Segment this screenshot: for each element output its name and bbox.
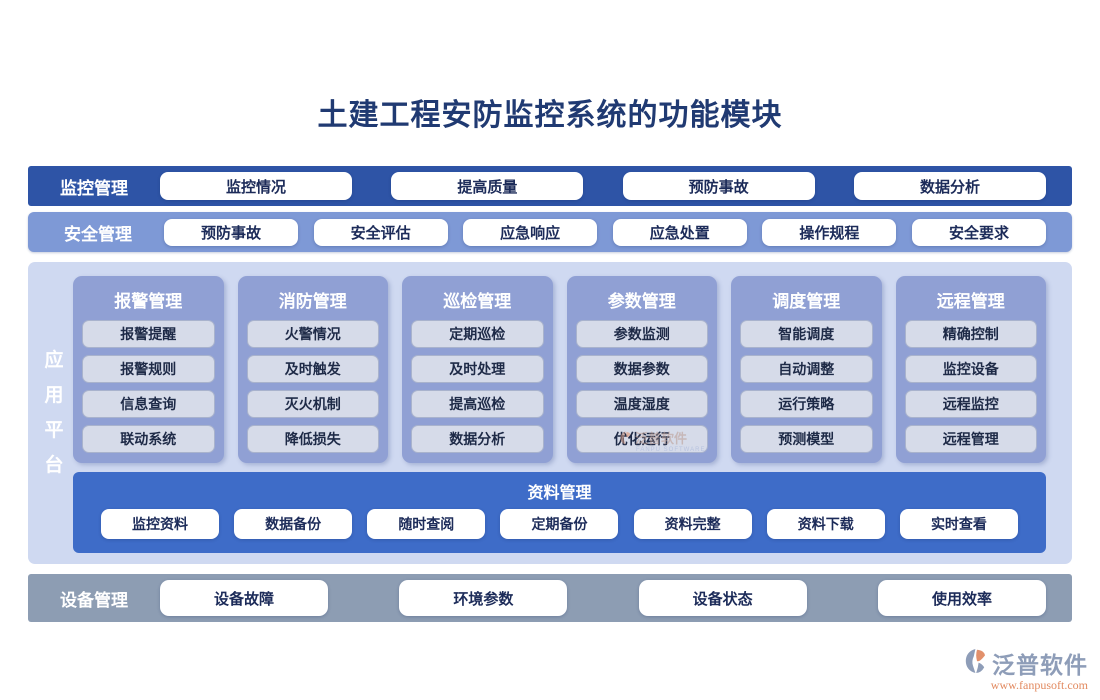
footer-url-link[interactable]: www.fanpusoft.com	[990, 678, 1088, 692]
data-panel-title: 资料管理	[527, 485, 592, 502]
item-alarm-rules[interactable]: 报警规则	[82, 355, 215, 383]
row-device-buttons: 设备故障 环境参数 设备状态 使用效率	[160, 580, 1046, 616]
button-environment-parameters[interactable]: 环境参数	[399, 580, 568, 616]
item-monitoring-equipment[interactable]: 监控设备	[904, 355, 1037, 383]
item-data-analysis[interactable]: 数据分析	[411, 425, 544, 453]
data-panel-buttons: 监控资料 数据备份 随时查阅 定期备份 资料完整 资料下载 实时查看	[101, 509, 1018, 539]
row-safety-label: 安全管理	[64, 224, 132, 244]
column-header: 巡检管理	[443, 292, 512, 311]
column-header: 报警管理	[114, 292, 183, 311]
column-fire-management: 消防管理 火警情况 及时触发 灭火机制 降低损失	[237, 276, 388, 463]
item-precise-control[interactable]: 精确控制	[904, 320, 1037, 348]
item-extinguishing-mechanism[interactable]: 灭火机制	[246, 390, 379, 418]
item-parameter-monitoring[interactable]: 参数监测	[575, 320, 708, 348]
button-equipment-status[interactable]: 设备状态	[638, 580, 807, 616]
item-improve-inspection[interactable]: 提高巡检	[411, 390, 544, 418]
row-monitoring-label: 监控管理	[60, 178, 128, 198]
column-header: 消防管理	[278, 292, 347, 311]
column-parameter-management: 参数管理 参数监测 数据参数 温度湿度 优化运行	[566, 276, 717, 463]
button-safety-requirements[interactable]: 安全要求	[911, 218, 1046, 246]
item-operation-strategy[interactable]: 运行策略	[740, 390, 873, 418]
item-remote-management[interactable]: 远程管理	[904, 425, 1037, 453]
item-timely-handling[interactable]: 及时处理	[411, 355, 544, 383]
footer-brand-name: 泛普软件	[992, 652, 1088, 678]
button-monitoring-status[interactable]: 监控情况	[160, 172, 352, 200]
button-emergency-handling[interactable]: 应急处置	[612, 218, 747, 246]
column-header: 调度管理	[772, 292, 841, 311]
page-title: 土建工程安防监控系统的功能模块	[317, 99, 783, 132]
footer-brand-block: 泛普软件 www.fanpusoft.com	[965, 646, 1088, 693]
button-accident-prevention[interactable]: 预防事故	[164, 218, 298, 246]
item-smart-dispatch[interactable]: 智能调度	[740, 320, 873, 348]
platform-vertical-label: 应用平台	[44, 350, 64, 476]
fanpu-logo-icon	[965, 648, 989, 679]
button-safety-assessment[interactable]: 安全评估	[313, 218, 448, 246]
button-realtime-view[interactable]: 实时查看	[899, 509, 1018, 539]
button-view-anytime[interactable]: 随时查阅	[367, 509, 486, 539]
column-alarm-management: 报警管理 报警提醒 报警规则 信息查询 联动系统	[73, 276, 224, 463]
item-optimized-operation[interactable]: 优化运行	[575, 425, 708, 453]
row-device-management: 设备管理 设备故障 环境参数 设备状态 使用效率	[28, 574, 1072, 622]
button-monitoring-data[interactable]: 监控资料	[101, 509, 219, 539]
item-timely-trigger[interactable]: 及时触发	[246, 355, 379, 383]
button-operating-procedures[interactable]: 操作规程	[762, 218, 897, 246]
column-remote-management: 远程管理 精确控制 监控设备 远程监控 远程管理	[895, 276, 1046, 463]
item-fire-alarm-status[interactable]: 火警情况	[246, 320, 379, 348]
button-data-download[interactable]: 资料下载	[766, 509, 885, 539]
item-temperature-humidity[interactable]: 温度湿度	[575, 390, 708, 418]
row-safety-management: 安全管理 预防事故 安全评估 应急响应 应急处置 操作规程 安全要求	[28, 212, 1072, 252]
row-device-label: 设备管理	[60, 590, 128, 610]
application-platform-panel: 应用平台 报警管理 报警提醒 报警规则 信息查询 联动系统 消防管理 火警情况 …	[28, 262, 1072, 564]
button-data-backup[interactable]: 数据备份	[234, 509, 353, 539]
row-safety-buttons: 预防事故 安全评估 应急响应 应急处置 操作规程 安全要求	[164, 218, 1046, 246]
item-linkage-system[interactable]: 联动系统	[82, 425, 215, 453]
button-data-analysis[interactable]: 数据分析	[853, 172, 1046, 200]
item-info-query[interactable]: 信息查询	[82, 390, 215, 418]
row-monitoring-buttons: 监控情况 提高质量 预防事故 数据分析	[160, 172, 1046, 200]
item-auto-adjustment[interactable]: 自动调整	[740, 355, 873, 383]
button-emergency-response[interactable]: 应急响应	[463, 218, 598, 246]
item-reduce-loss[interactable]: 降低损失	[246, 425, 379, 453]
column-inspection-management: 巡检管理 定期巡检 及时处理 提高巡检 数据分析	[402, 276, 553, 463]
row-monitoring-management: 监控管理 监控情况 提高质量 预防事故 数据分析	[28, 166, 1072, 206]
button-data-integrity[interactable]: 资料完整	[633, 509, 752, 539]
column-dispatch-management: 调度管理 智能调度 自动调整 运行策略 预测模型	[731, 276, 882, 463]
item-remote-monitoring[interactable]: 远程监控	[904, 390, 1037, 418]
button-prevent-accidents[interactable]: 预防事故	[622, 172, 815, 200]
item-periodic-inspection[interactable]: 定期巡检	[411, 320, 544, 348]
item-data-parameters[interactable]: 数据参数	[575, 355, 708, 383]
item-alarm-reminder[interactable]: 报警提醒	[82, 320, 215, 348]
platform-columns: 报警管理 报警提醒 报警规则 信息查询 联动系统 消防管理 火警情况 及时触发 …	[73, 276, 1046, 463]
button-scheduled-backup[interactable]: 定期备份	[500, 509, 619, 539]
column-header: 远程管理	[936, 292, 1005, 311]
column-header: 参数管理	[607, 292, 676, 311]
item-prediction-model[interactable]: 预测模型	[740, 425, 873, 453]
button-equipment-failure[interactable]: 设备故障	[160, 580, 328, 616]
button-usage-efficiency[interactable]: 使用效率	[877, 580, 1046, 616]
data-management-panel: 资料管理 监控资料 数据备份 随时查阅 定期备份 资料完整 资料下载 实时查看	[73, 472, 1046, 553]
button-improve-quality[interactable]: 提高质量	[391, 172, 584, 200]
